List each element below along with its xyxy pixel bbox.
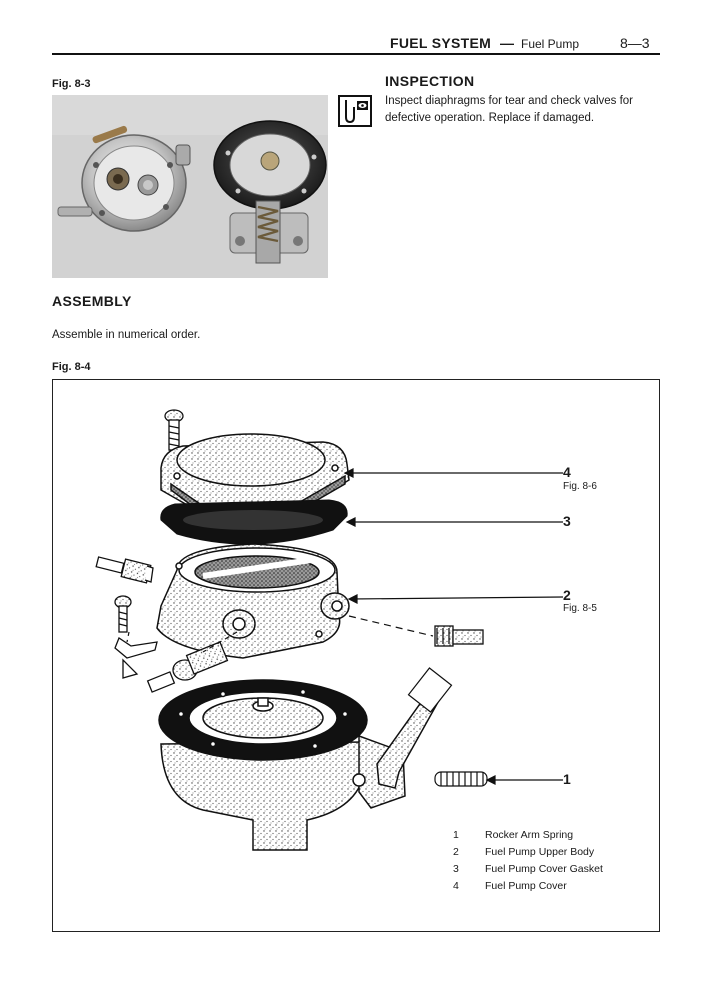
- parts-legend: 1 Rocker Arm Spring 2 Fuel Pump Upper Bo…: [453, 829, 653, 899]
- legend-number: 4: [453, 880, 459, 892]
- header-rule: [52, 53, 660, 55]
- fig-8-4-label: Fig. 8-4: [52, 361, 91, 373]
- assembly-title: ASSEMBLY: [52, 293, 132, 309]
- callout-2-number: 2: [563, 587, 571, 603]
- fig-8-3-label: Fig. 8-3: [52, 78, 91, 90]
- callout-2-ref: Fig. 8-5: [563, 603, 597, 614]
- callout-4-ref: Fig. 8-6: [563, 481, 597, 492]
- legend-number: 3: [453, 863, 459, 875]
- callout-4-number: 4: [563, 464, 571, 480]
- inspection-eye-icon: [338, 95, 372, 127]
- inspection-title: INSPECTION: [385, 73, 475, 89]
- legend-text: Fuel Pump Cover Gasket: [485, 863, 603, 875]
- inspection-line-1: Inspect diaphragms for tear and check va…: [385, 95, 634, 107]
- callout-3-number: 3: [563, 513, 571, 529]
- legend-text: Fuel Pump Upper Body: [485, 846, 595, 858]
- page-number: 8—3: [620, 35, 650, 51]
- fig-8-3-photo: [52, 95, 328, 278]
- header-dash: —: [500, 35, 514, 51]
- section-title: FUEL SYSTEM: [390, 35, 492, 51]
- legend-number: 1: [453, 829, 459, 841]
- inspection-line-2: defective operation. Replace if damaged.: [385, 112, 595, 124]
- legend-text: Rocker Arm Spring: [485, 829, 574, 841]
- legend-number: 2: [453, 846, 459, 858]
- fig-8-4-exploded-diagram: 4 Fig. 8-6 3 2 Fig. 8-5 1 1 Rocker Arm S…: [52, 379, 660, 932]
- legend-text: Fuel Pump Cover: [485, 880, 567, 892]
- callout-1-number: 1: [563, 771, 571, 787]
- subsection-title: Fuel Pump: [521, 37, 580, 51]
- assembly-text: Assemble in numerical order.: [52, 329, 201, 341]
